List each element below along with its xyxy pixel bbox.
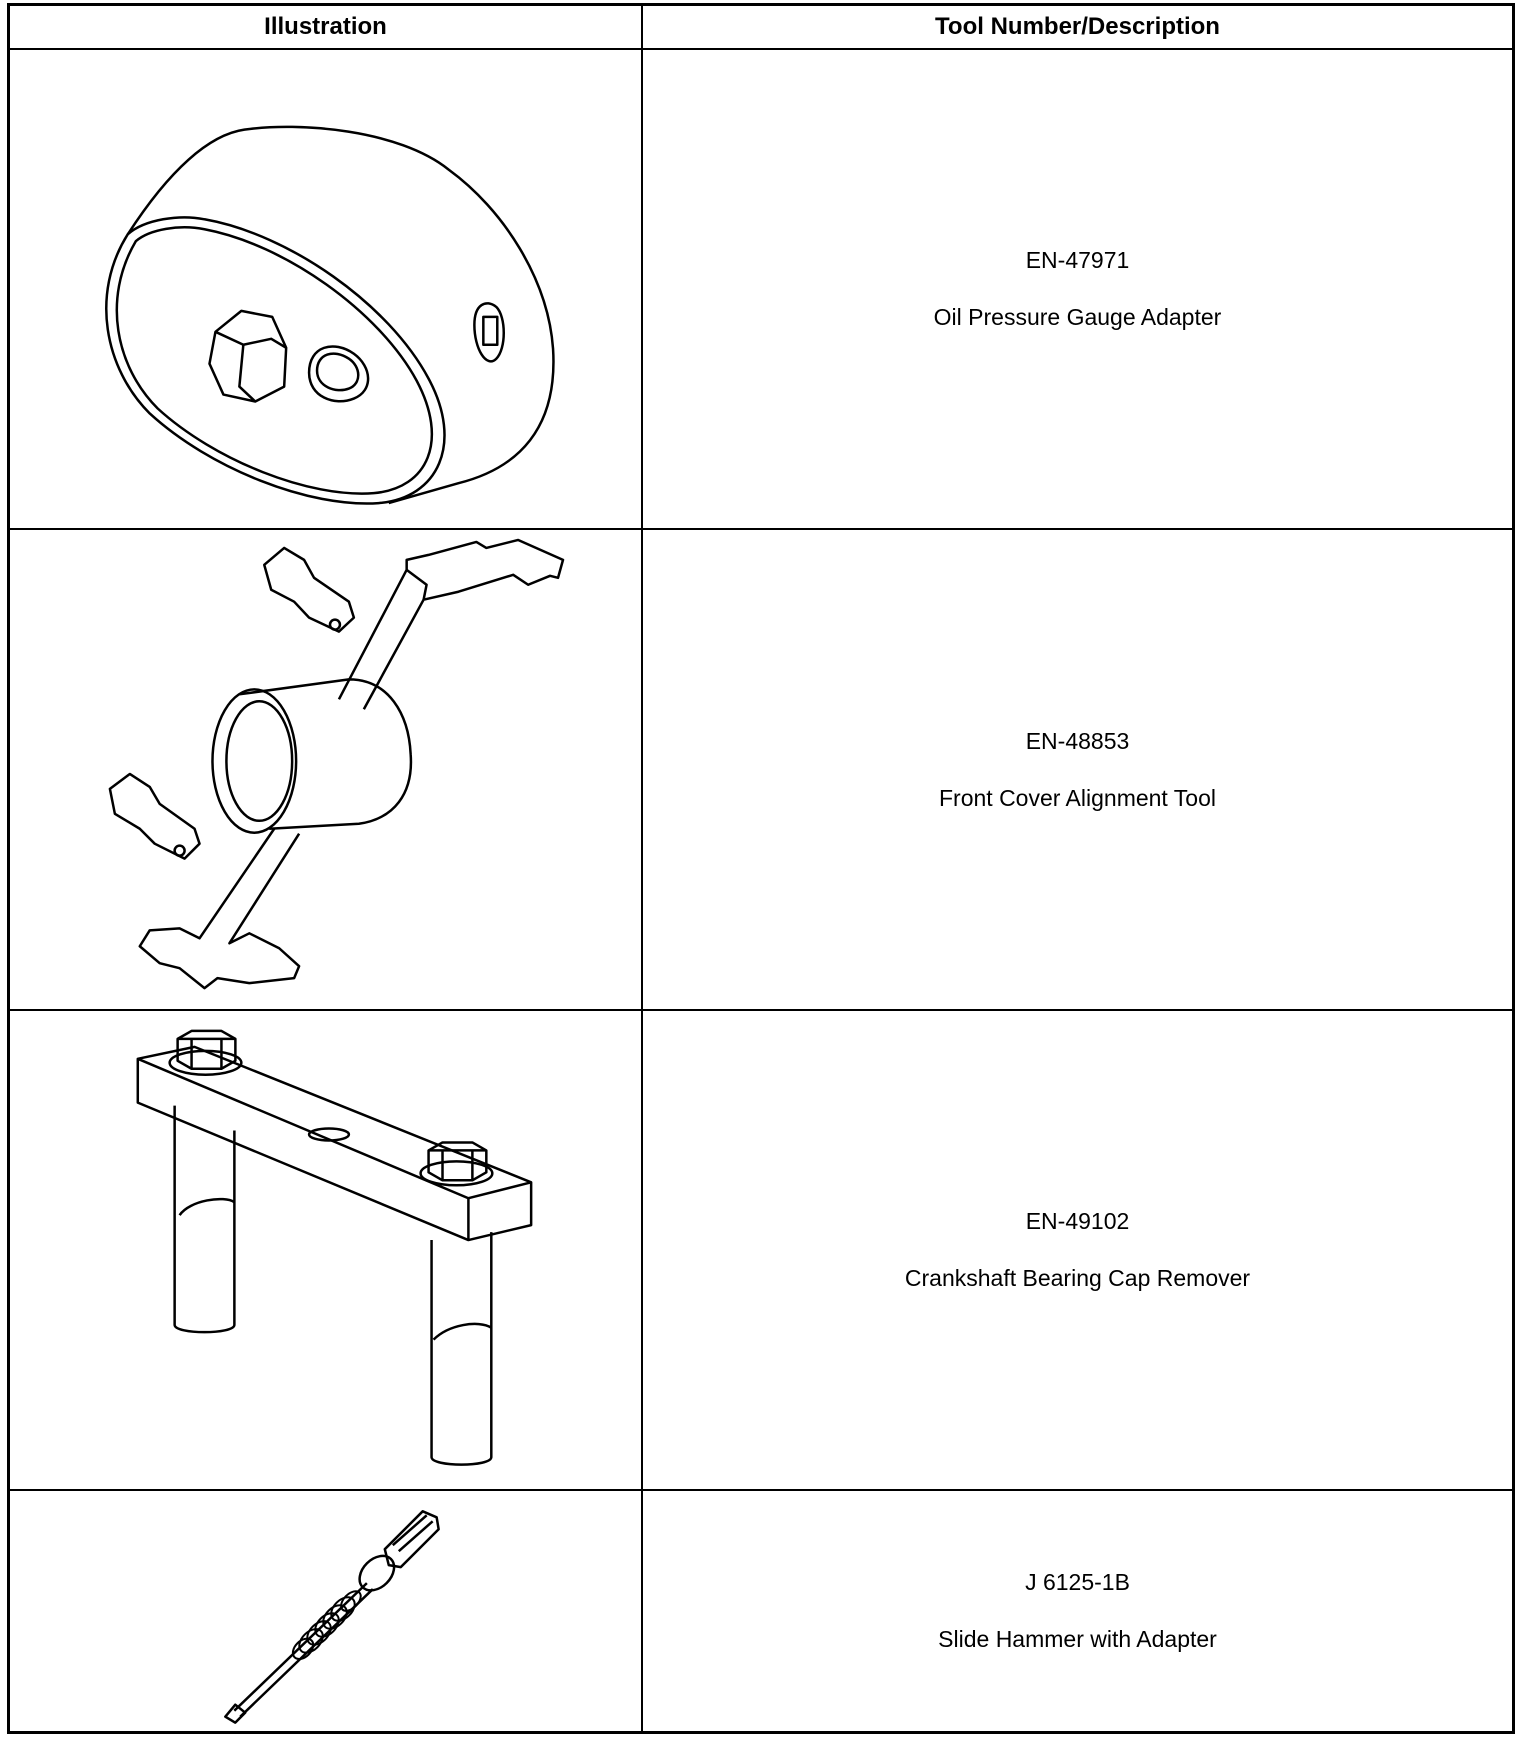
row-3-description-cell: EN-49102 Crankshaft Bearing Cap Remover (643, 1011, 1512, 1491)
tool-table: Illustration Tool Number/Description EN-… (7, 3, 1515, 1734)
tool-description: Front Cover Alignment Tool (939, 784, 1216, 811)
oil-pressure-gauge-adapter-illustration (10, 50, 643, 530)
tool-description: Slide Hammer with Adapter (938, 1626, 1217, 1652)
tool-number: EN-47971 (1025, 247, 1130, 273)
tool-description: Crankshaft Bearing Cap Remover (904, 1265, 1251, 1291)
slide-hammer-illustration (10, 1491, 643, 1731)
tool-number: EN-49102 (1025, 1208, 1130, 1234)
row-2-description-cell: EN-48853 Front Cover Alignment Tool (643, 530, 1512, 1011)
front-cover-alignment-tool-illustration (10, 530, 643, 1011)
header-illustration-label: Illustration (264, 13, 387, 40)
tool-number: J 6125-1B (1025, 1569, 1130, 1595)
header-illustration: Illustration (10, 6, 643, 50)
tool-number: EN-48853 (1025, 727, 1130, 754)
tool-description: Oil Pressure Gauge Adapter (933, 304, 1222, 330)
header-tool: Tool Number/Description (643, 6, 1512, 50)
header-tool-label: Tool Number/Description (935, 13, 1220, 40)
crankshaft-bearing-cap-remover-illustration (10, 1011, 643, 1491)
row-4-description-cell: J 6125-1B Slide Hammer with Adapter (643, 1491, 1512, 1731)
row-1-description-cell: EN-47971 Oil Pressure Gauge Adapter (643, 50, 1512, 530)
